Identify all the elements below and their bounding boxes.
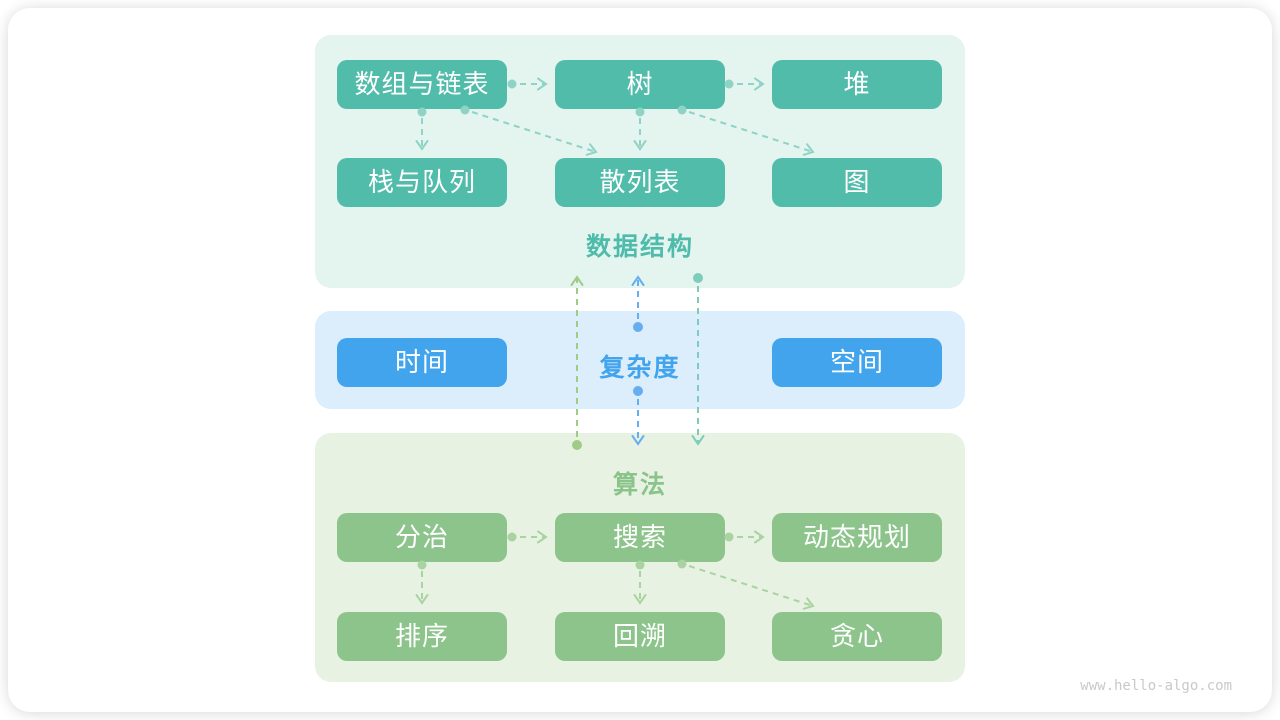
node-tree: 树 bbox=[555, 60, 725, 109]
node-greedy: 贪心 bbox=[772, 612, 942, 661]
node-hash-table: 散列表 bbox=[555, 158, 725, 207]
node-heap: 堆 bbox=[772, 60, 942, 109]
site-watermark: www.hello-algo.com bbox=[1080, 678, 1232, 694]
node-graph: 图 bbox=[772, 158, 942, 207]
label-algorithms: 算法 bbox=[612, 471, 667, 499]
node-arrays-linked-lists: 数组与链表 bbox=[337, 60, 507, 109]
node-dynamic-programming: 动态规划 bbox=[772, 513, 942, 562]
label-data-structures: 数据结构 bbox=[585, 233, 694, 261]
node-stack-queue: 栈与队列 bbox=[337, 158, 507, 207]
label-complexity: 复杂度 bbox=[599, 354, 681, 382]
node-divide-conquer: 分治 bbox=[337, 513, 507, 562]
node-search: 搜索 bbox=[555, 513, 725, 562]
node-sorting: 排序 bbox=[337, 612, 507, 661]
node-backtracking: 回溯 bbox=[555, 612, 725, 661]
node-time: 时间 bbox=[337, 338, 507, 387]
node-space: 空间 bbox=[772, 338, 942, 387]
